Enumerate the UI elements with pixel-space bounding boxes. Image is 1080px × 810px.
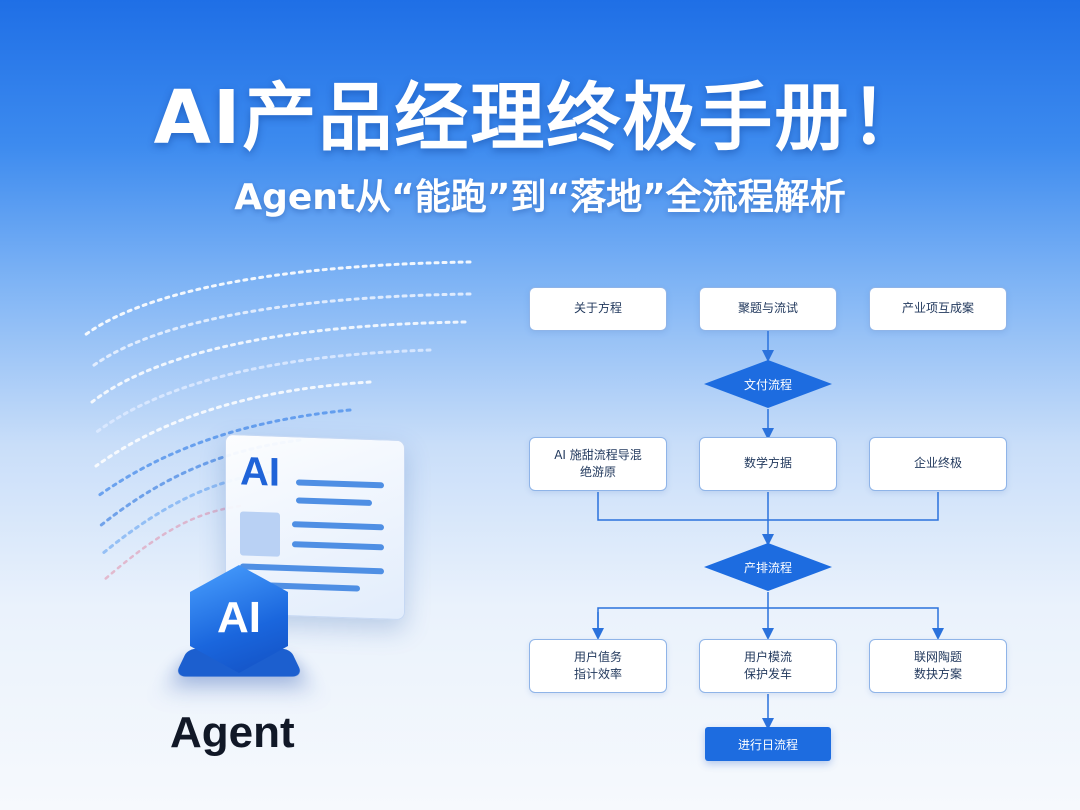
node-line: 保护发车: [743, 667, 792, 681]
flow-node-bottom-3: 联网陶题 数抉方案: [869, 639, 1007, 693]
flow-node-middle-1: AI 施甜流程导混 绝游原: [529, 437, 667, 491]
node-line: 数学方据: [743, 456, 792, 471]
node-line: 绝游原: [579, 465, 616, 479]
flow-node-bottom-1: 用户值务 指计效率: [529, 639, 667, 693]
flow-node-middle-2: 数学方据: [699, 437, 837, 491]
flow-node-bottom-2: 用户模流 保护发车: [699, 639, 837, 693]
flow-node-middle-3: 企业终极: [869, 437, 1007, 491]
node-line: 指计效率: [573, 667, 622, 681]
flow-node-top-3: 产业项互成案: [869, 287, 1007, 331]
node-line: 数抉方案: [913, 667, 962, 681]
agent-label: Agent: [170, 708, 295, 757]
node-line: 用户值务: [573, 649, 622, 664]
decision-label: 文付流程: [743, 377, 792, 392]
flow-decision-2: 产排流程: [704, 543, 832, 591]
decision-label: 产排流程: [743, 560, 792, 575]
node-line: 企业终极: [913, 456, 962, 471]
flow-node-top-2: 聚题与流试: [699, 287, 837, 331]
flow-final-step: 进行日流程: [705, 727, 831, 761]
page-subtitle: Agent从“能跑”到“落地”全流程解析: [234, 177, 846, 218]
node-line: AI 施甜流程导混: [554, 447, 642, 462]
page-title: AI产品经理终极手册！: [153, 75, 927, 161]
flow-decision-1: 文付流程: [704, 360, 832, 408]
node-line: 联网陶题: [913, 649, 962, 664]
flow-node-top-1: 关于方程: [529, 287, 667, 331]
hexagon-ai-label: AI: [217, 593, 261, 642]
ai-hexagon-badge: AI: [174, 565, 304, 685]
node-line: 用户模流: [743, 649, 792, 664]
